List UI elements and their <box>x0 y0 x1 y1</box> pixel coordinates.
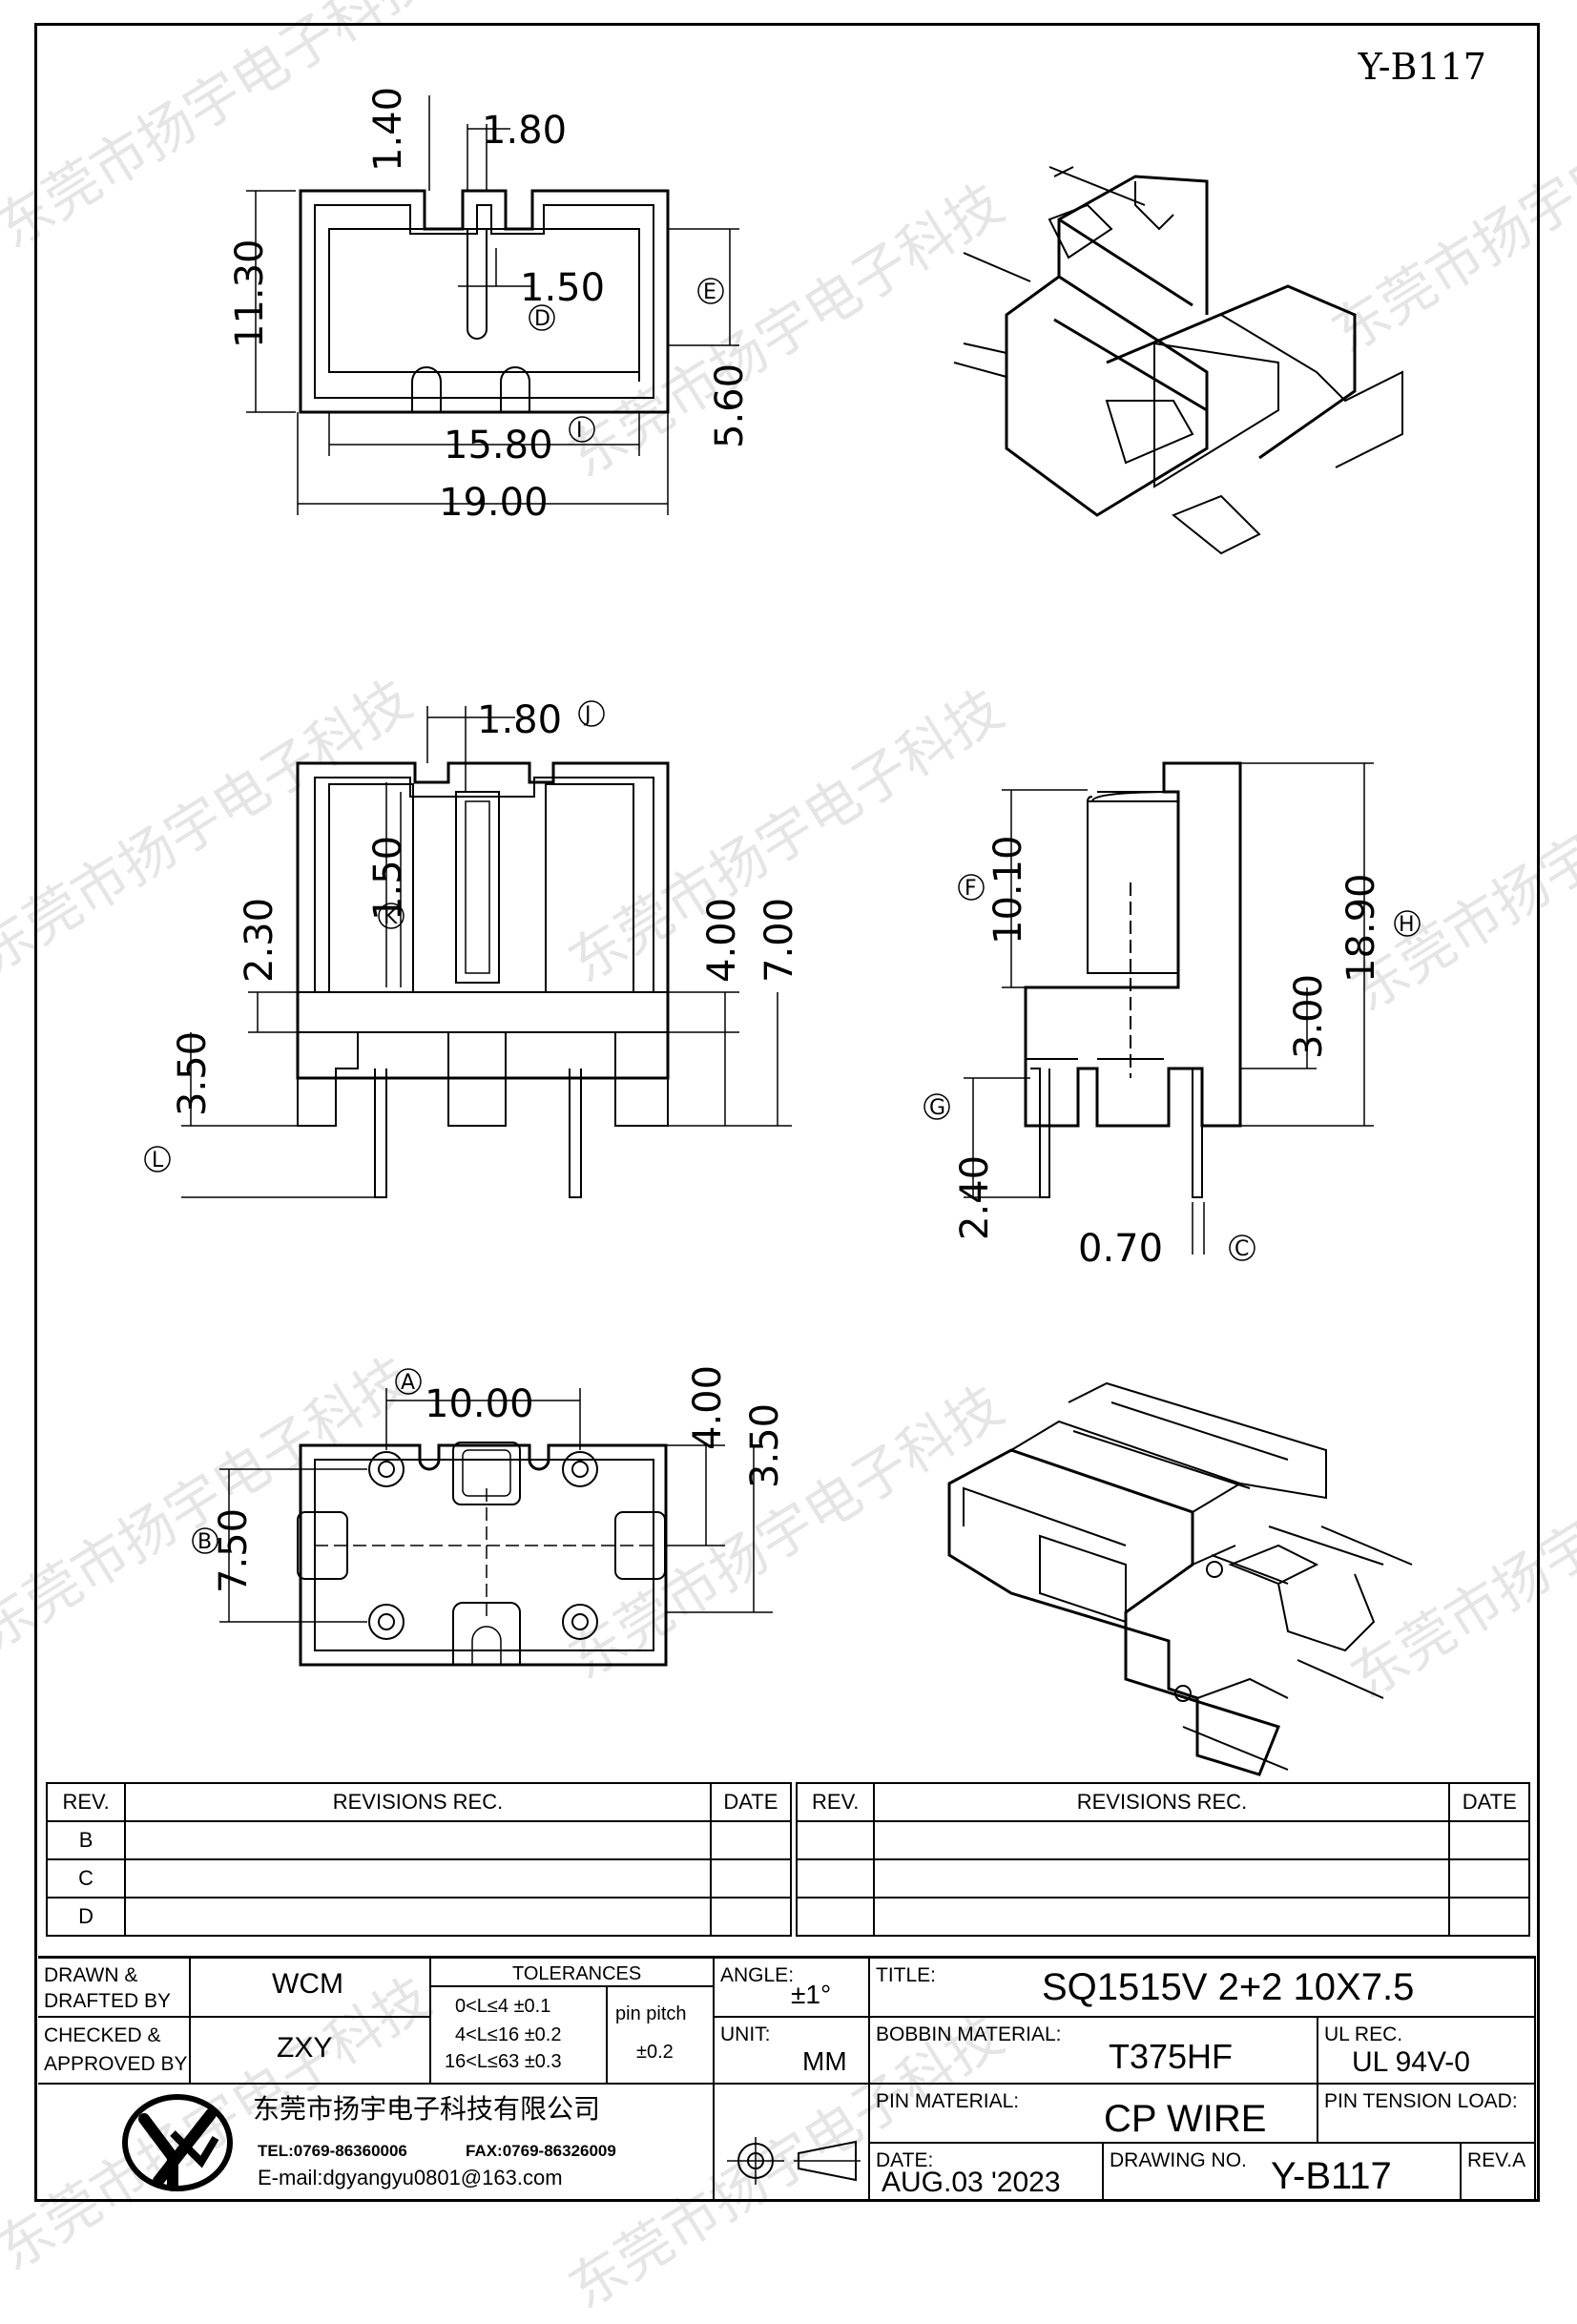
dim-3-50-front: 3.50 <box>171 1031 215 1116</box>
dim-18-90: 18.90 <box>1339 873 1383 983</box>
pin-pitch-value: ±0.2 <box>636 2042 674 2063</box>
callout-l: L <box>152 1149 164 1172</box>
pin-material-label: PIN MATERIAL: <box>876 2090 1020 2112</box>
dim-2-40: 2.40 <box>953 1155 997 1240</box>
unit-value: MM <box>802 2046 847 2076</box>
callout-j: J <box>583 703 591 727</box>
unit-label: UNIT: <box>720 2023 771 2045</box>
dim-5-60: 5.60 <box>708 363 752 448</box>
top-view-dimensions <box>246 95 739 515</box>
revisions-rec-header: REVISIONS REC. <box>124 1782 712 1822</box>
dim-3-50-bottom: 3.50 <box>743 1403 787 1488</box>
rev-row-c: C <box>45 1858 127 1899</box>
rev-header: REV. <box>795 1782 876 1822</box>
bottom-view-callouts: A B <box>192 1368 422 1554</box>
engineering-drawing: 11.30 1.40 1.80 1.50 15.80 19.00 5.60 D … <box>144 87 1421 1776</box>
rev-row-b: B <box>45 1820 127 1860</box>
company-name: 东莞市扬宇电子科技有限公司 <box>253 2093 601 2125</box>
title-value: SQ1515V 2+2 10X7.5 <box>1042 1966 1415 2008</box>
dim-4-00-front: 4.00 <box>700 898 744 983</box>
bottom-view <box>297 1442 668 1667</box>
front-view-callouts: J K L <box>144 700 605 1172</box>
drawn-value: WCM <box>272 1968 343 2000</box>
drawing-number-top: Y-B117 <box>1358 46 1486 88</box>
side-view <box>1024 761 1242 1198</box>
date-value: AUG.03 '2023 <box>882 2167 1061 2198</box>
angle-label: ANGLE: <box>720 1964 795 1986</box>
pin-pitch-label: pin pitch <box>615 2003 687 2024</box>
projection-symbol-icon <box>727 2137 861 2185</box>
company-fax: FAX:0769-86326009 <box>466 2142 616 2160</box>
company-tel: TEL:0769-86360006 <box>258 2142 407 2160</box>
drawing-no-label: DRAWING NO. <box>1110 2149 1247 2171</box>
callout-i: I <box>576 419 583 443</box>
front-view-dimensions <box>181 706 792 1198</box>
front-view <box>296 761 670 1198</box>
rev-header: REV. <box>45 1782 127 1822</box>
top-view-callouts: D E I <box>529 278 724 443</box>
callout-a: A <box>401 1371 415 1395</box>
dim-0-70: 0.70 <box>1078 1227 1163 1271</box>
tolerance-1: 0<L≤4 ±0.1 <box>455 1996 551 2017</box>
dim-1-50-front: 1.50 <box>366 836 410 921</box>
revision-table-right: REV. REVISIONS REC. DATE <box>795 1782 1530 1937</box>
callout-h: H <box>1399 913 1415 937</box>
ul-rec-label: UL REC. <box>1324 2023 1403 2045</box>
ul-rec-value: UL 94V-0 <box>1352 2046 1470 2078</box>
bobbin-material-label: BOBBIN MATERIAL: <box>876 2023 1062 2045</box>
dim-10-10: 10.10 <box>986 835 1030 944</box>
callout-e: E <box>703 280 716 304</box>
rev-label: REV.A <box>1467 2149 1526 2171</box>
dim-19-00: 19.00 <box>439 481 549 525</box>
rev-row-d: D <box>45 1897 127 1937</box>
dim-15-80: 15.80 <box>444 424 553 467</box>
company-logo <box>122 2094 233 2191</box>
dim-3-00: 3.00 <box>1287 974 1331 1059</box>
tolerance-3: 16<L≤63 ±0.3 <box>445 2051 562 2072</box>
callout-f: F <box>965 877 977 901</box>
drawing-no-value: Y-B117 <box>1271 2155 1392 2197</box>
pin-material-value: CP WIRE <box>1104 2098 1267 2140</box>
drawn-label: DRAWN & DRAFTED BY <box>44 1964 172 2012</box>
dim-1-50-top: 1.50 <box>520 266 605 310</box>
top-view <box>299 189 670 414</box>
dim-1-80-top: 1.80 <box>482 109 567 153</box>
checked-value: ZXY <box>277 2032 333 2064</box>
company-email: E-mail:dgyangyu0801@163.com <box>258 2166 563 2189</box>
bottom-view-dimensions <box>219 1388 773 1623</box>
dim-7-00: 7.00 <box>757 898 801 983</box>
dim-1-80-front: 1.80 <box>477 698 562 742</box>
iso-view-bottom <box>947 1381 1413 1776</box>
callout-c: C <box>1235 1237 1249 1261</box>
side-view-dimensions <box>964 762 1374 1255</box>
date-label: DATE: <box>876 2149 934 2171</box>
dim-11-30: 11.30 <box>228 239 272 348</box>
pin-tension-label: PIN TENSION LOAD: <box>1324 2090 1518 2112</box>
revision-table-left: REV. REVISIONS REC. DATE B C D <box>45 1782 793 1937</box>
title-label: TITLE: <box>876 1964 937 1986</box>
callout-b: B <box>197 1530 212 1554</box>
callout-d: D <box>534 307 550 331</box>
dim-4-00-bottom: 4.00 <box>686 1365 730 1450</box>
callout-k: K <box>384 905 398 929</box>
bobbin-material-value: T375HF <box>1109 2037 1234 2076</box>
callout-g: G <box>929 1096 945 1120</box>
side-view-callouts: F H G C <box>923 874 1421 1261</box>
dim-10-00: 10.00 <box>425 1382 534 1426</box>
tolerances-label: TOLERANCES <box>512 1963 642 1984</box>
date-header: DATE <box>1448 1782 1530 1822</box>
title-block: DRAWN & DRAFTED BY WCM CHECKED & APPROVE… <box>38 1956 1536 2203</box>
dim-7-50: 7.50 <box>212 1508 256 1593</box>
dim-1-40: 1.40 <box>366 87 410 172</box>
revisions-rec-header: REVISIONS REC. <box>873 1782 1451 1822</box>
iso-view-top <box>953 166 1403 555</box>
tolerance-2: 4<L≤16 ±0.2 <box>455 2024 562 2045</box>
dim-2-30: 2.30 <box>238 898 281 983</box>
angle-value: ±1° <box>791 1980 832 2009</box>
date-header: DATE <box>709 1782 793 1822</box>
checked-label: CHECKED & APPROVED BY <box>44 2024 188 2075</box>
